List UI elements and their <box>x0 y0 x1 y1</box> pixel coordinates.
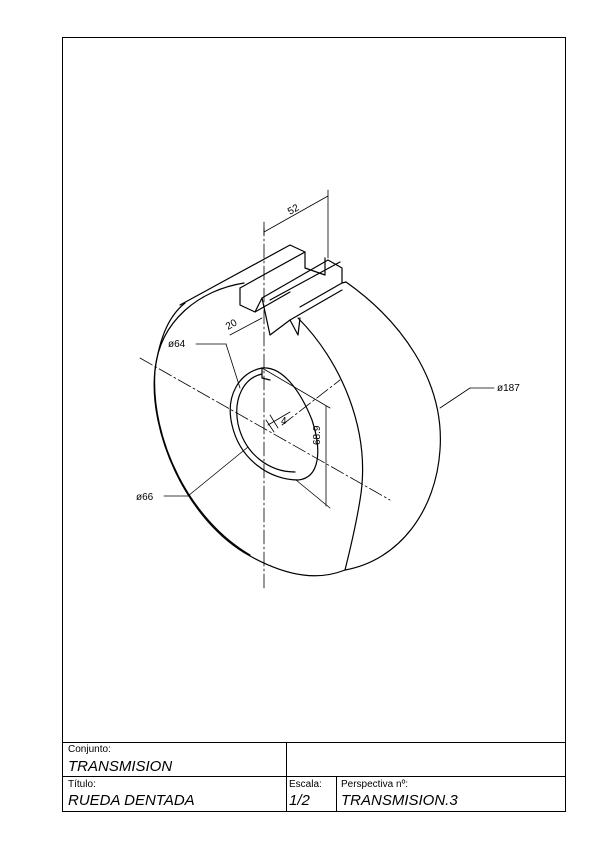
dim-187-leader <box>439 387 495 409</box>
dim-187-text: ø187 <box>497 383 520 394</box>
bore-outer <box>229 367 319 481</box>
title-block: Conjunto: TRANSMISION Título: RUEDA DENT… <box>62 742 566 812</box>
conjunto-label: Conjunto: <box>68 744 111 755</box>
side-face-edge <box>297 317 364 571</box>
dim-64-leader <box>195 343 241 389</box>
tb-top-line <box>62 742 566 743</box>
hub-top-edge <box>154 302 186 371</box>
hub-top-left <box>179 244 306 306</box>
dim-52-text: 52 <box>286 202 302 217</box>
dim-689-lines <box>261 367 331 509</box>
dim-689-text: 68.9 <box>312 425 323 445</box>
titulo-label: Título: <box>68 779 96 790</box>
dim-20-text: 20 <box>224 317 240 332</box>
slot-top <box>239 251 343 308</box>
escala-label: Escala: <box>289 779 322 790</box>
dim-52-lines <box>263 189 329 259</box>
dim-64-text: ø64 <box>168 339 186 350</box>
slot-right <box>269 257 347 301</box>
titulo-value: RUEDA DENTADA <box>68 792 195 809</box>
center-lines <box>139 221 391 591</box>
outer-rim-right <box>344 281 441 571</box>
tb-mid-line <box>62 776 566 777</box>
tb-divider-1 <box>286 742 287 812</box>
drawing-sheet-border <box>62 37 566 812</box>
dim-4-lines <box>265 411 291 433</box>
front-face-outline <box>153 369 346 577</box>
perspectiva-value: TRANSMISION.3 <box>341 792 458 809</box>
dim-66-text: ø66 <box>136 492 154 503</box>
keyway <box>261 367 271 381</box>
dim-20-lines <box>229 317 263 336</box>
bore-inner <box>236 373 296 473</box>
perspectiva-label: Perspectiva nº: <box>341 779 409 790</box>
tb-divider-2 <box>336 776 337 812</box>
escala-value: 1/2 <box>289 792 310 809</box>
conjunto-value: TRANSMISION <box>68 758 173 775</box>
slot-left <box>239 287 301 336</box>
slot-inner <box>254 289 343 321</box>
dim-66-leader <box>163 446 249 497</box>
dim-4-text: 4 <box>281 416 287 427</box>
